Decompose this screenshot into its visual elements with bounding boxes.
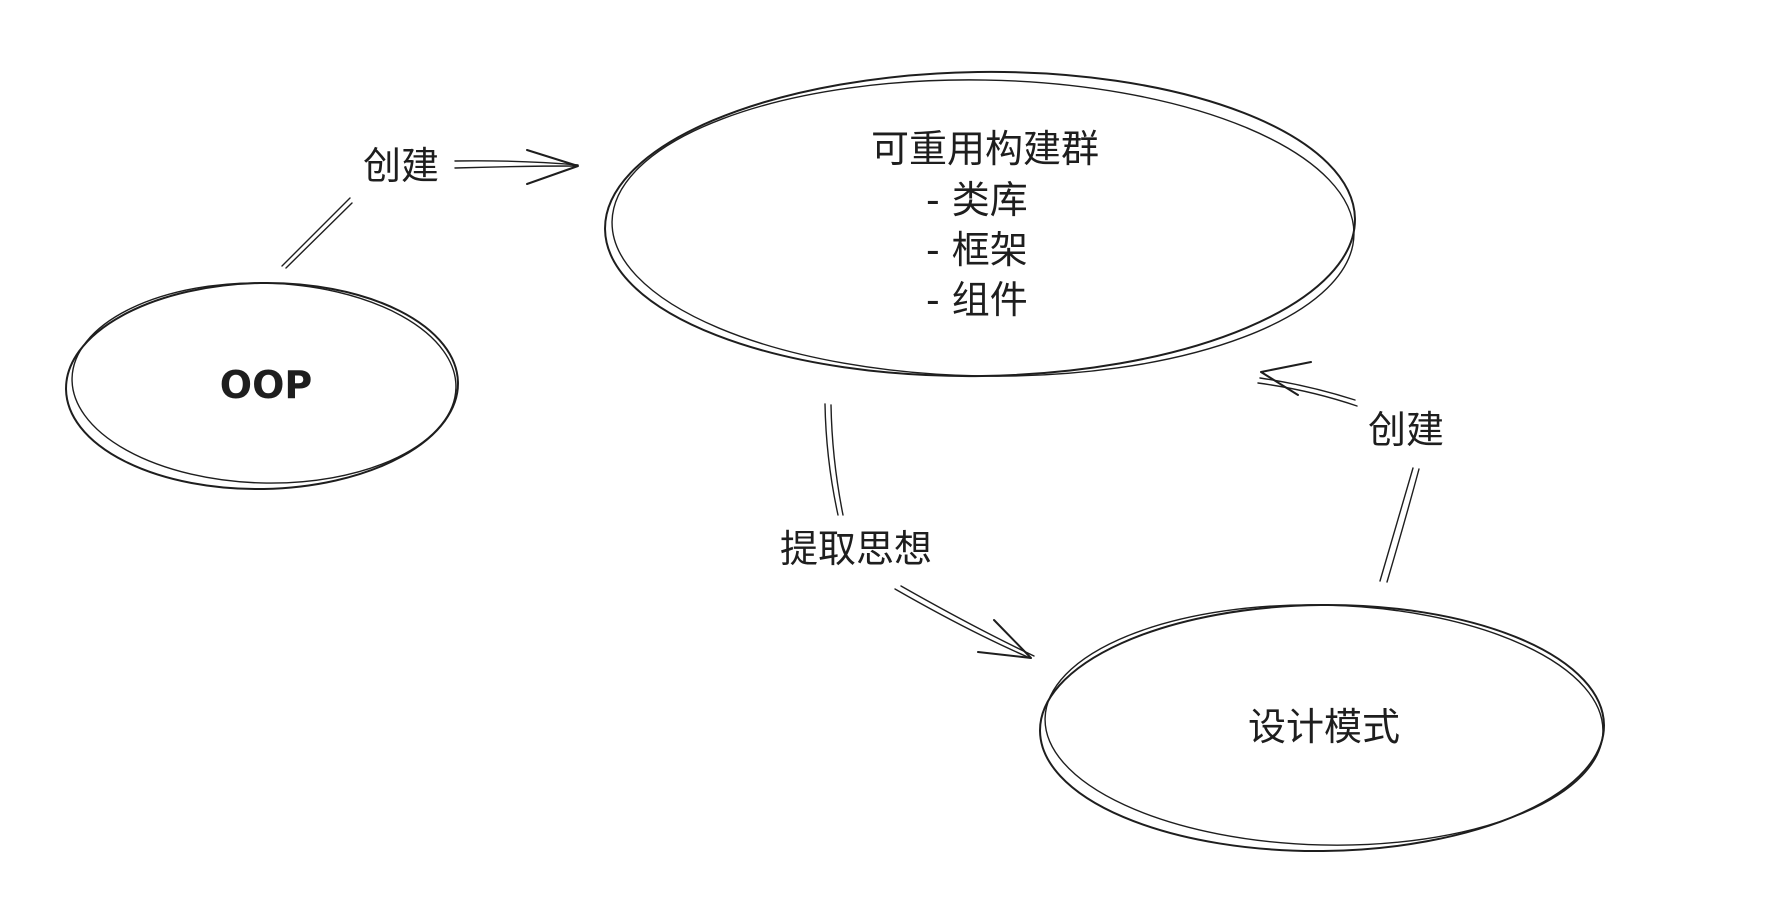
oop-label: OOP	[220, 363, 312, 407]
arrowhead-oop-to-reusable	[526, 149, 579, 185]
arrowhead-patterns-to-reusable	[1260, 361, 1312, 396]
oop-node[interactable]: OOP	[64, 278, 460, 492]
reusable-item-2: - 组件	[926, 278, 1028, 322]
patterns-label: 设计模式	[1248, 705, 1400, 749]
reusable-node[interactable]: 可重用构建群 - 类库 - 框架 - 组件	[603, 67, 1357, 383]
patterns-node[interactable]: 设计模式	[1039, 598, 1606, 854]
reusable-item-1: - 框架	[926, 228, 1028, 272]
edge-reusable-to-patterns[interactable]: 提取思想	[780, 403, 1035, 659]
reusable-title: 可重用构建群	[871, 127, 1099, 171]
edge-reusable-to-patterns-label: 提取思想	[780, 527, 932, 571]
edge-oop-to-reusable-label: 创建	[363, 144, 439, 188]
arrowhead-reusable-to-patterns	[977, 619, 1032, 659]
reusable-item-0: - 类库	[926, 178, 1028, 222]
edge-oop-to-reusable[interactable]: 创建	[281, 144, 579, 269]
edge-patterns-to-reusable[interactable]: 创建	[1257, 361, 1444, 583]
edge-patterns-to-reusable-label: 创建	[1368, 408, 1444, 452]
